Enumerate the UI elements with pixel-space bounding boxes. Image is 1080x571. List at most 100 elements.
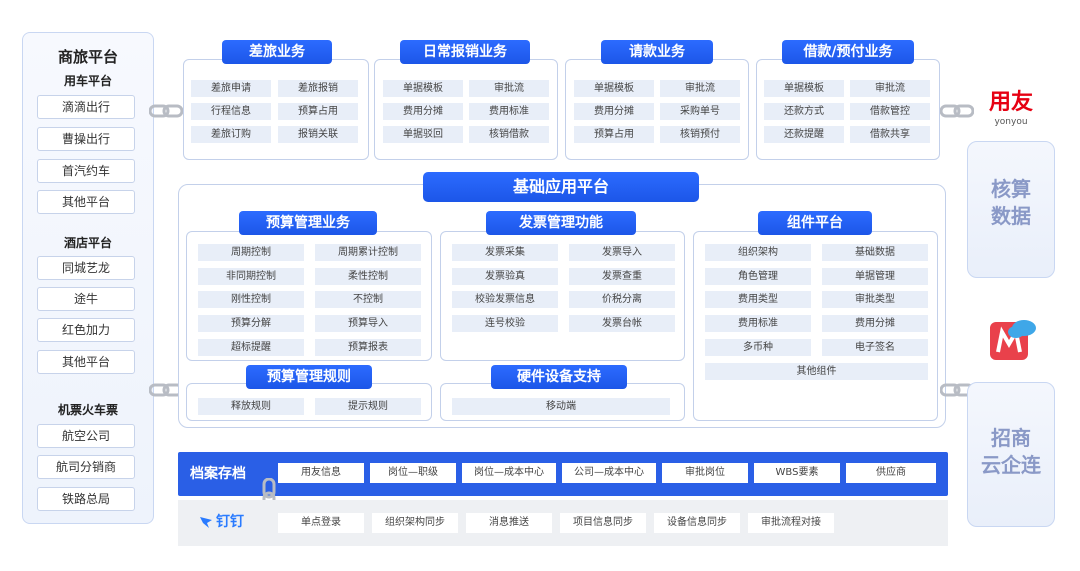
loan-cell: 还款提醒	[764, 126, 844, 143]
component-cell: 组织架构	[705, 244, 811, 261]
daily-cell: 单据模板	[383, 80, 463, 97]
base-platform-title: 基础应用平台	[423, 172, 699, 202]
invoice-cell: 发票采集	[452, 244, 558, 261]
ticket-item: 航司分销商	[37, 455, 135, 479]
ticket-item: 铁路总局	[37, 487, 135, 511]
archive-cell: 公司—成本中心	[562, 463, 656, 483]
archive-cell: 岗位—职级	[370, 463, 456, 483]
invoice-cell: 发票台帐	[569, 315, 675, 332]
hotel-platform-title: 酒店平台	[63, 236, 112, 250]
archive-cell: 供应商	[846, 463, 936, 483]
chain-link-icon	[940, 104, 974, 118]
budget-cell: 预算报表	[315, 339, 421, 356]
hotel-item: 途牛	[37, 287, 135, 311]
daily-cell: 费用标准	[469, 103, 549, 120]
budget-business-title: 预算管理业务	[239, 211, 377, 235]
hotel-item: 其他平台	[37, 350, 135, 374]
cmb-logo-icon	[990, 320, 1036, 360]
payment-request-title: 请款业务	[601, 40, 713, 64]
hardware-cell: 移动端	[452, 398, 670, 415]
component-cell: 费用标准	[705, 315, 811, 332]
invoice-cell: 连号校验	[452, 315, 558, 332]
travel-cell: 行程信息	[191, 103, 271, 120]
invoice-cell: 校验发票信息	[452, 291, 558, 308]
car-item: 曹操出行	[37, 127, 135, 151]
budget-cell: 非同期控制	[198, 268, 304, 285]
daily-expense-title: 日常报销业务	[400, 40, 530, 64]
hotel-item: 红色加力	[37, 318, 135, 342]
invoice-title: 发票管理功能	[486, 211, 636, 235]
dingtalk-cell: 消息推送	[466, 513, 552, 533]
component-cell: 单据管理	[822, 268, 928, 285]
travel-cell: 差旅订购	[191, 126, 271, 143]
travel-cell: 差旅报销	[278, 80, 358, 97]
component-platform-title: 组件平台	[758, 211, 872, 235]
budget-cell: 预算导入	[315, 315, 421, 332]
car-item: 首汽约车	[37, 159, 135, 183]
dingtalk-cell: 单点登录	[278, 513, 364, 533]
payment-cell: 单据模板	[574, 80, 654, 97]
travel-cell: 报销关联	[278, 126, 358, 143]
invoice-cell: 发票导入	[569, 244, 675, 261]
yonyou-sub: yonyou	[994, 117, 1028, 127]
rules-cell: 释放规则	[198, 398, 304, 415]
dingtalk-cell: 组织架构同步	[372, 513, 458, 533]
component-cell: 角色管理	[705, 268, 811, 285]
loan-cell: 借款共享	[850, 126, 930, 143]
loan-cell: 还款方式	[764, 103, 844, 120]
rules-cell: 提示规则	[315, 398, 421, 415]
budget-cell: 周期累计控制	[315, 244, 421, 261]
component-cell: 费用类型	[705, 291, 811, 308]
yonyou-logo: 用友	[988, 90, 1033, 115]
loan-cell: 审批流	[850, 80, 930, 97]
dingtalk-cell: 项目信息同步	[560, 513, 646, 533]
travel-cell: 预算占用	[278, 103, 358, 120]
archive-cell: WBS要素	[754, 463, 840, 483]
payment-cell: 费用分摊	[574, 103, 654, 120]
budget-cell: 柔性控制	[315, 268, 421, 285]
component-cell: 基础数据	[822, 244, 928, 261]
accounting-line: 核算	[991, 177, 1031, 201]
hotel-item: 同城艺龙	[37, 256, 135, 280]
budget-cell: 不控制	[315, 291, 421, 308]
payment-cell: 核销预付	[660, 126, 740, 143]
payment-cell: 预算占用	[574, 126, 654, 143]
car-item: 滴滴出行	[37, 95, 135, 119]
component-cell: 多币种	[705, 339, 811, 356]
invoice-cell: 价税分离	[569, 291, 675, 308]
loan-prepay-title: 借款/预付业务	[782, 40, 914, 64]
travel-platform-title: 商旅平台	[57, 48, 118, 66]
payment-cell: 采购单号	[660, 103, 740, 120]
component-cell: 费用分摊	[822, 315, 928, 332]
invoice-cell: 发票查重	[569, 268, 675, 285]
component-cell-other: 其他组件	[705, 363, 928, 380]
daily-cell: 单据驳回	[383, 126, 463, 143]
component-cell: 审批类型	[822, 291, 928, 308]
daily-cell: 核销借款	[469, 126, 549, 143]
chain-link-icon	[149, 104, 183, 118]
budget-cell: 超标提醒	[198, 339, 304, 356]
archive-cell: 用友信息	[278, 463, 364, 483]
hardware-title: 硬件设备支持	[491, 365, 627, 389]
dingtalk-cell: 设备信息同步	[654, 513, 740, 533]
car-platform-title: 用车平台	[63, 74, 112, 88]
budget-cell: 刚性控制	[198, 291, 304, 308]
cmb-line: 招商	[991, 426, 1031, 450]
loan-cell: 借款管控	[850, 103, 930, 120]
payment-cell: 审批流	[660, 80, 740, 97]
dingtalk-brand: 钉钉	[216, 514, 244, 530]
car-item: 其他平台	[37, 190, 135, 214]
budget-cell: 周期控制	[198, 244, 304, 261]
budget-rules-title: 预算管理规则	[246, 365, 372, 389]
daily-cell: 费用分摊	[383, 103, 463, 120]
cmb-panel	[967, 382, 1055, 527]
invoice-cell: 发票验真	[452, 268, 558, 285]
accounting-data-panel	[967, 141, 1055, 278]
ticket-platform-title: 机票火车票	[57, 403, 118, 417]
loan-cell: 单据模板	[764, 80, 844, 97]
daily-cell: 审批流	[469, 80, 549, 97]
cmb-line: 云企连	[981, 453, 1041, 477]
archive-cell: 岗位—成本中心	[462, 463, 556, 483]
archive-title: 档案存档	[190, 466, 246, 482]
travel-cell: 差旅申请	[191, 80, 271, 97]
